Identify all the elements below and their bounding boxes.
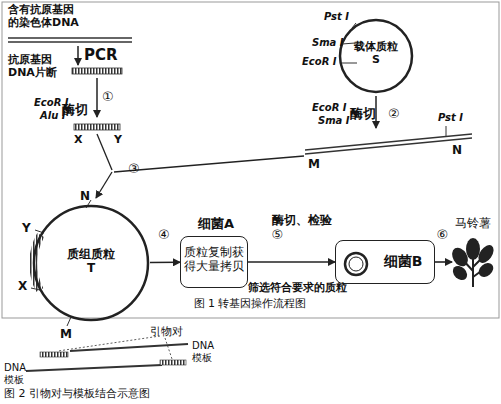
text-label: Pst I <box>438 112 463 124</box>
leaf <box>475 242 494 265</box>
text-label: 酶切、检验 <box>272 214 332 228</box>
node-title: 质组质粒 T <box>65 248 117 276</box>
pcr-arrow <box>77 46 79 65</box>
node-title: 载体质粒 S <box>352 41 400 66</box>
cut-arrow <box>96 78 98 117</box>
text-label: EcoR I <box>312 102 347 114</box>
text-label: PCR <box>84 47 118 64</box>
figure-caption: 图 1 转基因操作流程图 <box>150 298 350 311</box>
small-plasmid <box>345 253 367 275</box>
node-title: 细菌A <box>191 217 241 232</box>
step-number: ⑥ <box>437 228 449 243</box>
text-label: Pst I <box>324 11 349 23</box>
leaf <box>466 238 480 260</box>
text-label: EcoR I <box>302 56 337 68</box>
flow-arrow <box>150 261 180 263</box>
site-ticks <box>31 200 91 326</box>
text-label: X <box>18 280 27 294</box>
plasmid-circle: 质组质粒 T <box>32 204 150 322</box>
leaf <box>452 263 470 283</box>
text-label: DNA 模板 <box>4 362 34 385</box>
flow-arrow <box>435 261 452 263</box>
node-title: 马铃薯 <box>448 217 498 231</box>
text-label: N <box>452 144 462 158</box>
text-label: 引物对 <box>150 326 183 339</box>
leaf <box>452 245 471 269</box>
text-label: M <box>60 328 72 342</box>
step-number: ④ <box>158 228 170 243</box>
node-body: 质粒复制获 得大量拷贝 <box>183 246 245 274</box>
rounded-box: 细菌A质粒复制获 得大量拷贝 <box>180 236 248 288</box>
flow-arrow <box>248 261 335 263</box>
text-label: 筛选符合要求的质粒 <box>248 282 347 295</box>
text-label: Y <box>114 134 122 147</box>
text-label: ③ <box>128 162 140 177</box>
text-label: 酶切 <box>350 107 376 122</box>
text-label: X <box>74 134 82 147</box>
figure-frame <box>2 2 499 318</box>
text-label: 含有抗原基因的染色体DNA <box>8 4 80 29</box>
text-label: Sma I <box>312 37 344 49</box>
potato-plant: 马铃薯 <box>452 237 494 287</box>
chromosome-dna <box>8 38 132 42</box>
text-label: Sma I <box>318 115 350 127</box>
ligation-arrows <box>96 134 304 198</box>
step-number: ⑤ <box>272 228 284 243</box>
plasmid-circle: 载体质粒 S <box>338 18 414 94</box>
text-label: ① <box>102 90 114 105</box>
plasmid-ring <box>34 206 148 320</box>
text-label: Alu I <box>40 110 66 122</box>
rounded-box: 细菌B <box>335 240 435 284</box>
text-label: ② <box>388 107 400 122</box>
text-label: Y <box>22 222 31 236</box>
primer-template <box>26 336 188 371</box>
plasmid-ring <box>340 20 412 92</box>
leaf <box>476 260 494 279</box>
plant-outline <box>452 237 494 287</box>
text-label: M <box>308 158 320 172</box>
text-label: 图 2 引物对与模板结合示意图 <box>4 388 150 401</box>
vector-fragment <box>305 126 472 154</box>
text-label: 酶切 <box>62 103 88 118</box>
text-label: 抗原基因DNA片断 <box>8 54 66 79</box>
antigen-fragment <box>72 68 122 74</box>
cut-fragment <box>74 124 120 130</box>
text-label: N <box>80 190 90 204</box>
text-label: DNA 模板 <box>192 340 222 363</box>
node-title: 细菌B <box>374 253 432 269</box>
